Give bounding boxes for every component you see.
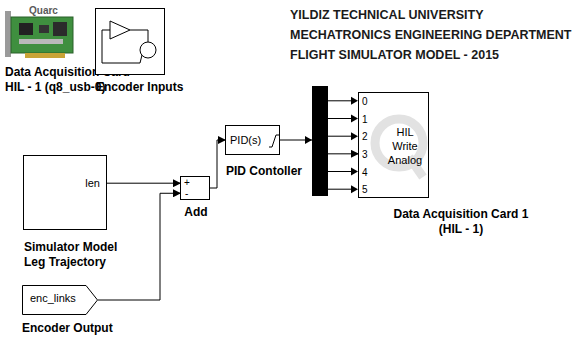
mux-output-wires	[328, 101, 352, 189]
port-number: 0	[362, 96, 368, 109]
saturation-curve	[269, 135, 279, 147]
block-caption: Simulator Model Leg Trajectory	[24, 240, 136, 270]
block-text: HIL Write Analog	[383, 126, 427, 167]
title-line: FLIGHT SIMULATOR MODEL - 2015	[290, 48, 499, 62]
card-connector	[19, 39, 63, 44]
mux-wire	[328, 100, 352, 101]
arrow-head	[351, 115, 358, 123]
subsystem-block: lenSimulator Model Leg Trajectory	[23, 155, 107, 230]
sum-block: +-Add	[180, 176, 210, 200]
symbol-wire	[102, 30, 142, 63]
symbol-circle	[140, 42, 156, 58]
mux-output-heads	[351, 97, 358, 193]
block-caption: Add	[181, 205, 211, 220]
block-text: PID(s)	[230, 134, 261, 148]
mux-input-arrow	[305, 136, 312, 144]
mux-wire	[328, 136, 352, 137]
sign-symbol: -	[185, 188, 188, 201]
title-line: YILDIZ TECHNICAL UNIVERSITY	[290, 8, 484, 22]
card-chip	[53, 22, 67, 36]
card-pins	[25, 53, 65, 58]
hil-write-block: 012345HIL Write AnalogData Acquisition C…	[358, 92, 429, 198]
card-chip	[39, 25, 49, 33]
arrow-head	[351, 132, 358, 140]
signal-wire	[210, 140, 225, 188]
mux-wire	[328, 189, 352, 190]
block-caption: Encoder Inputs	[96, 80, 183, 95]
title-line: MECHATRONICS ENGINEERING DEPARTMENT	[290, 28, 572, 42]
symbol-wire	[130, 30, 148, 42]
buffer-triangle	[110, 21, 130, 39]
card-board	[11, 17, 73, 53]
block-caption: PID Contoller	[226, 164, 302, 179]
daq-card: QuarcData Acquisition Card HIL - 1 (q8_u…	[5, 5, 75, 62]
block-caption: Encoder Output	[22, 321, 113, 336]
arrow-head	[351, 185, 358, 193]
port-number: 1	[362, 114, 368, 127]
block-caption: Data Acquisition Card 1 (HIL - 1)	[381, 207, 541, 237]
encoder-symbol	[96, 9, 166, 76]
port-number: 5	[362, 184, 368, 197]
from-tag: enc_linksEncoder Output	[22, 285, 98, 315]
sign-symbol: +	[184, 177, 190, 190]
port-name: len	[85, 177, 100, 191]
arrow-head	[351, 168, 358, 176]
port-number: 4	[362, 167, 368, 180]
card-bracket	[5, 11, 11, 57]
logo-text: Quarc	[29, 5, 58, 18]
mux-wire	[328, 118, 352, 119]
tag-name: enc_links	[30, 292, 76, 306]
from-tag-shape	[23, 286, 98, 315]
pid-block: PID(s)PID Contoller	[225, 125, 280, 155]
card-chip	[19, 23, 33, 35]
mux-wire	[328, 171, 352, 172]
mux-bar	[312, 86, 328, 196]
port-number: 2	[362, 131, 368, 144]
arrow-head	[351, 97, 358, 105]
signal-wire	[107, 183, 180, 184]
encoder-input-block: Encoder Inputs	[95, 8, 165, 75]
port-number: 3	[362, 149, 368, 162]
